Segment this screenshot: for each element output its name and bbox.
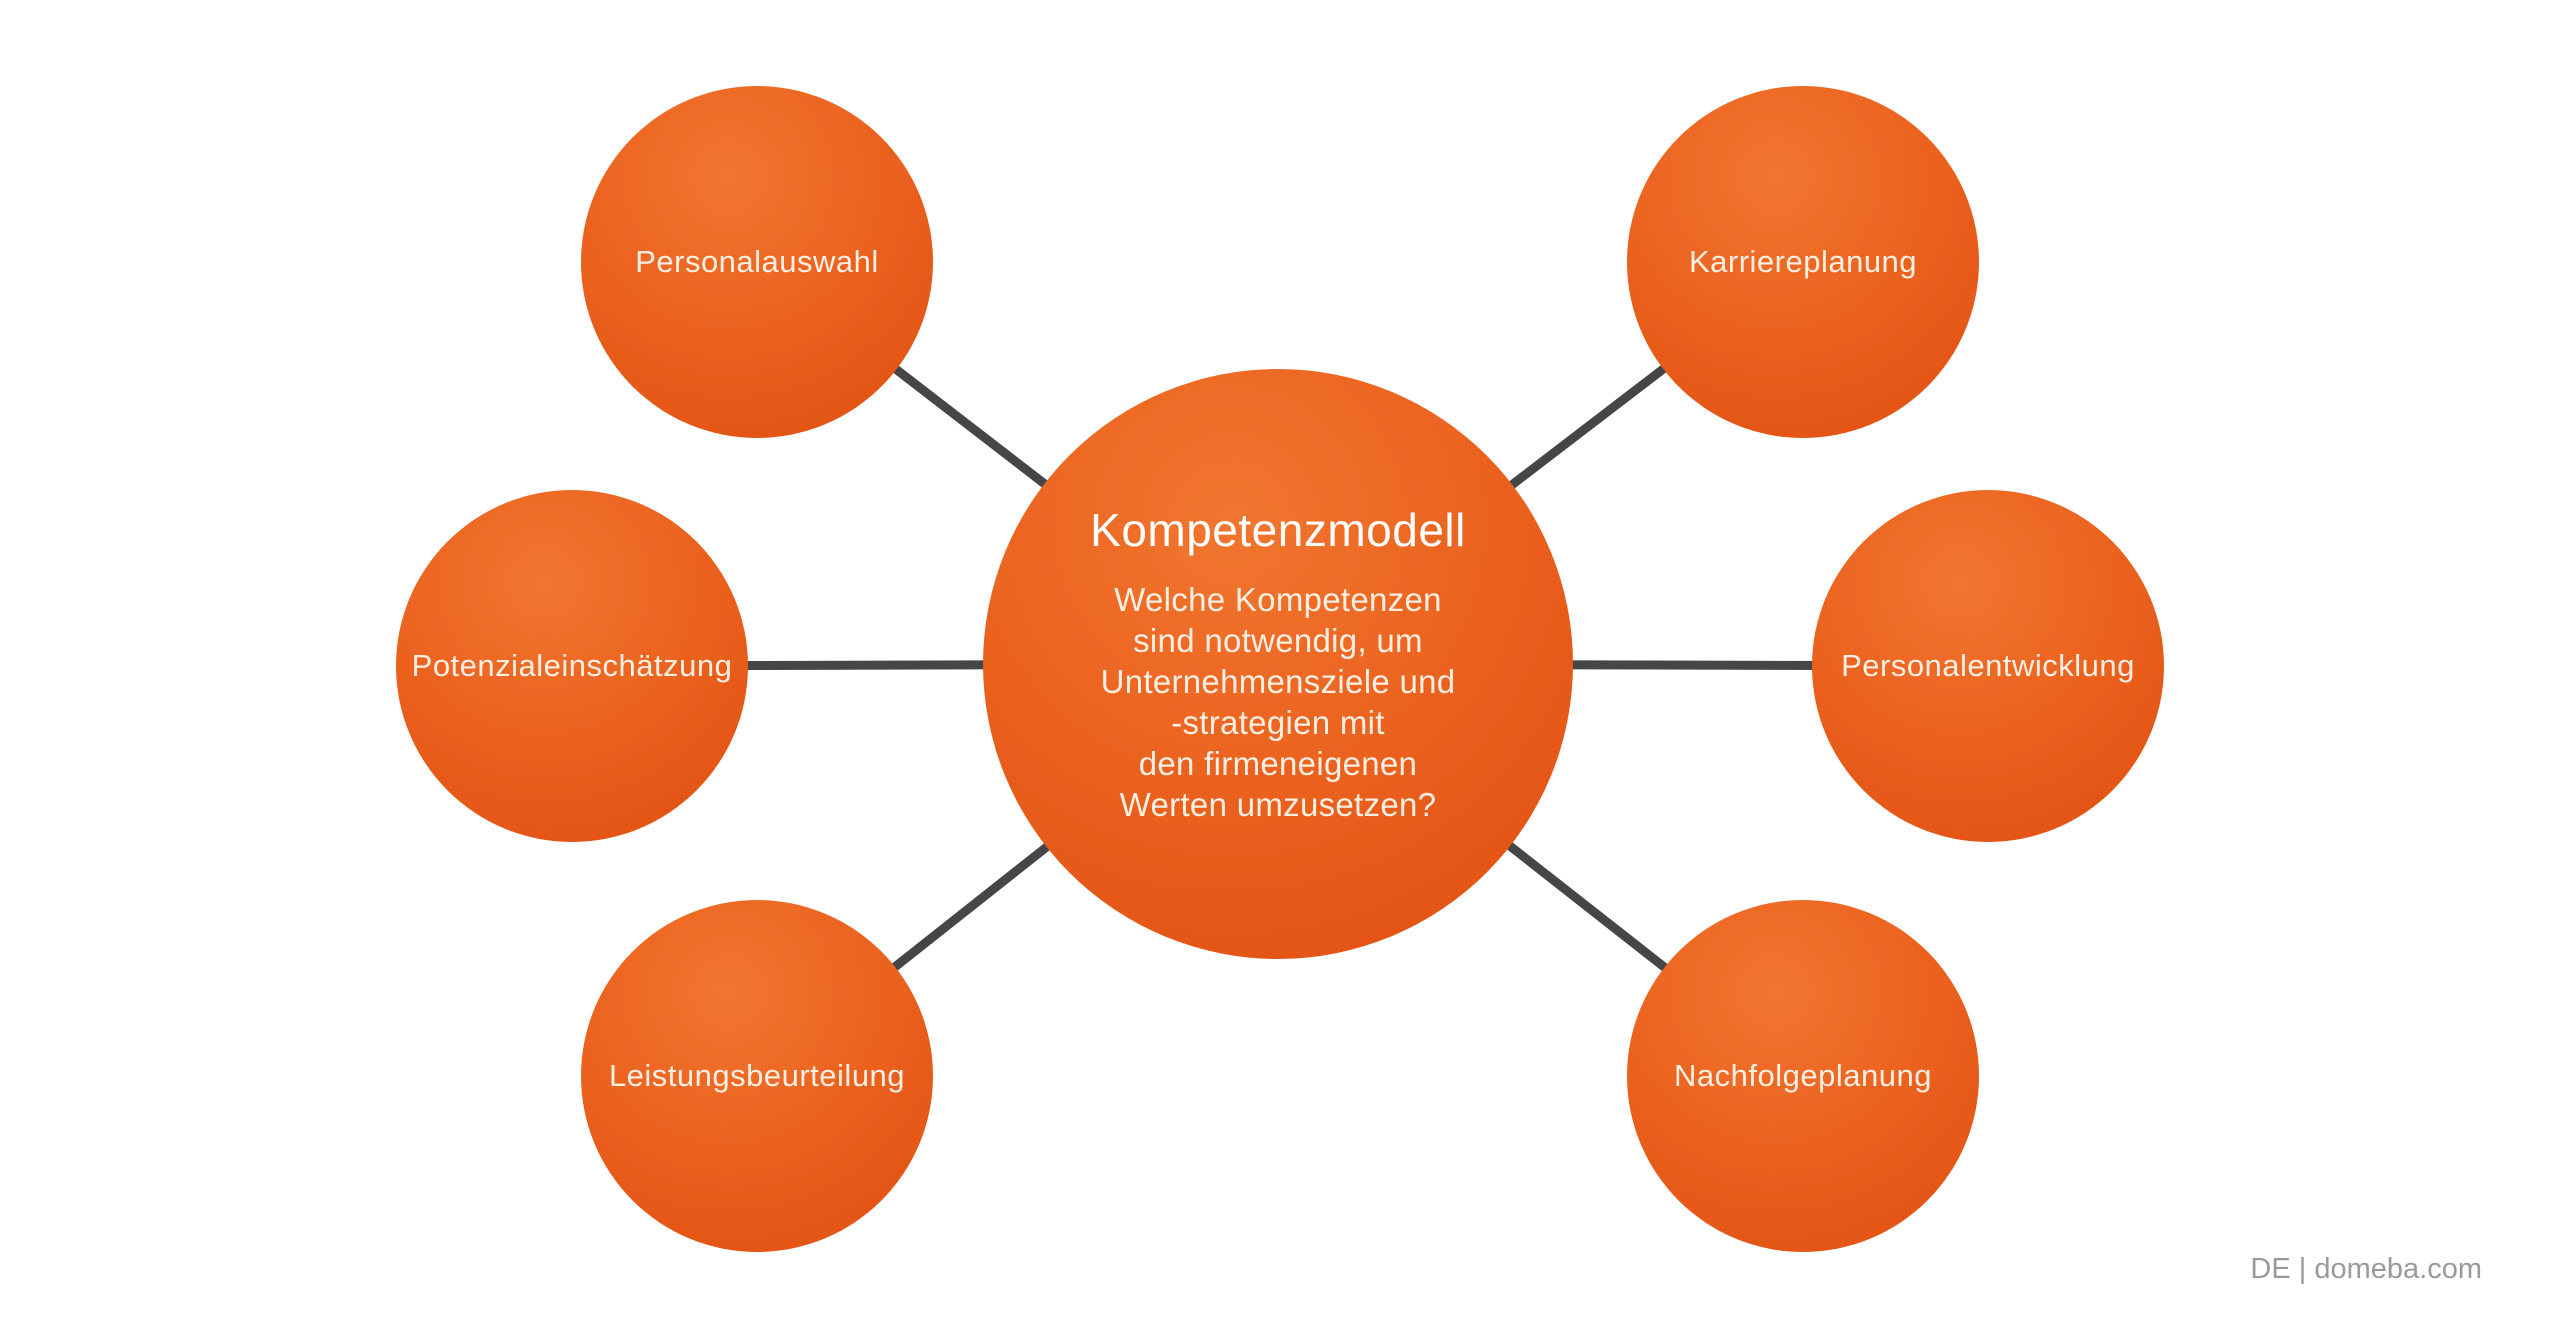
node-nachfolgeplanung: Nachfolgeplanung <box>1627 900 1979 1252</box>
node-leistungsbeurteilung: Leistungsbeurteilung <box>581 900 933 1252</box>
node-label: Leistungsbeurteilung <box>608 1058 906 1093</box>
node-label: Potenzialeinschätzung <box>411 648 733 683</box>
node-personalentwicklung: Personalentwicklung <box>1812 490 2164 842</box>
node-label: Karriereplanung <box>1688 244 1918 279</box>
center-node-subtitle: Welche Kompetenzen sind notwendig, um Un… <box>1100 581 1456 823</box>
node-karriereplanung: Karriereplanung <box>1627 86 1979 438</box>
node-label: Personalentwicklung <box>1841 648 2135 683</box>
node-potenzialeinschaetzung: Potenzialeinschätzung <box>396 490 748 842</box>
node-kompetenzmodell: Kompetenzmodell Welche Kompetenzen sind … <box>983 369 1573 959</box>
node-personalauswahl: Personalauswahl <box>581 86 933 438</box>
node-label: Personalauswahl <box>635 244 879 279</box>
footer-watermark: DE | domeba.com <box>2250 1253 2482 1285</box>
node-label: Nachfolgeplanung <box>1674 1058 1932 1093</box>
center-node-title: Kompetenzmodell <box>1090 504 1466 556</box>
